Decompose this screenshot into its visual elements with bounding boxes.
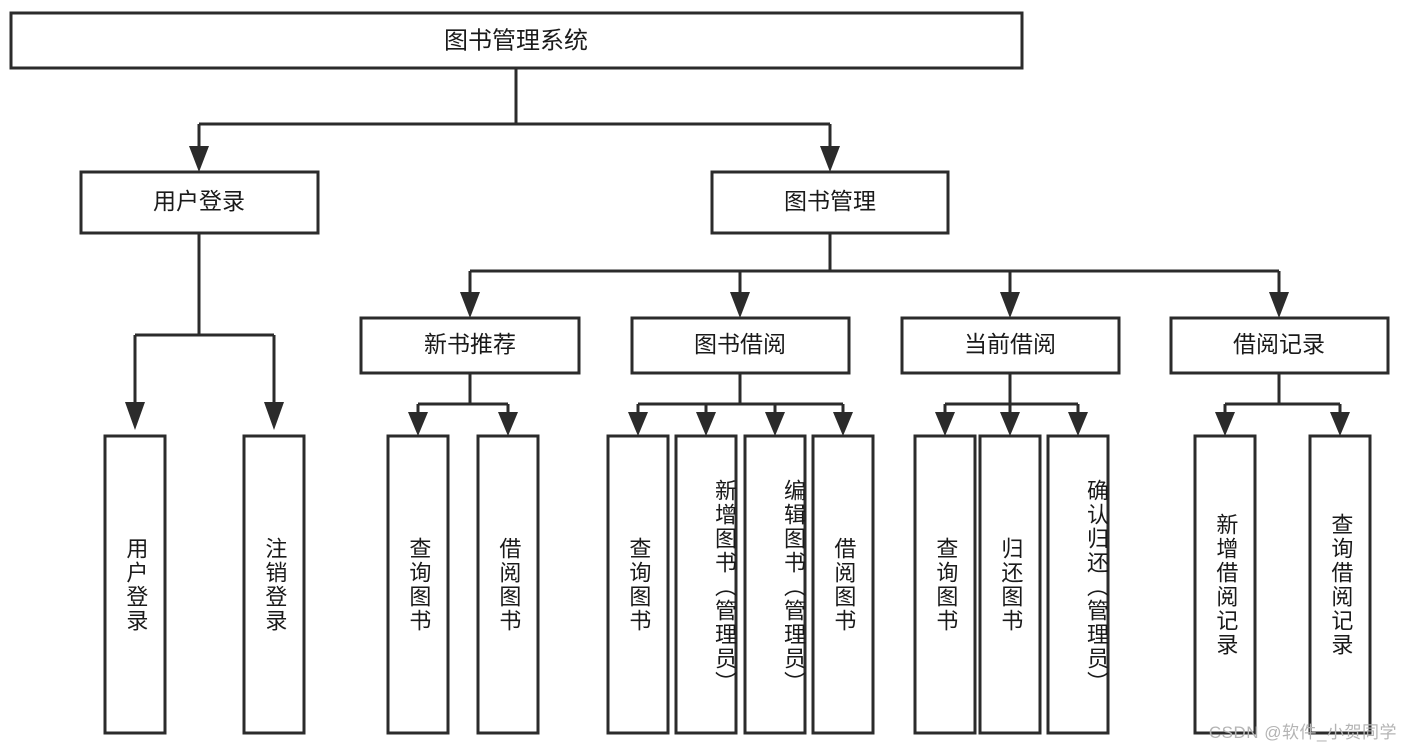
arrowhead-records-add xyxy=(1215,412,1235,436)
node-leaf-user-logout[interactable] xyxy=(242,434,306,735)
node-current-borrow[interactable] xyxy=(900,316,1121,375)
node-user-login[interactable] xyxy=(79,170,320,235)
arrowhead-newbook-borrow xyxy=(498,412,518,436)
arrowhead-newbook-query xyxy=(408,412,428,436)
arrowhead-book-borrow xyxy=(730,292,750,318)
arrowhead-book-management xyxy=(820,146,840,172)
node-new-book-recommend[interactable] xyxy=(359,316,581,375)
node-user-login-label: 用户登录 xyxy=(153,188,245,214)
node-borrow-records-label: 借阅记录 xyxy=(1233,331,1325,357)
node-leaf-currentborrow-query[interactable] xyxy=(913,434,977,735)
arrowhead-bookborrow-edit xyxy=(765,412,785,436)
node-current-borrow-label: 当前借阅 xyxy=(964,331,1056,357)
node-leaf-records-query[interactable] xyxy=(1308,434,1372,735)
node-layer: 图书管理系统 用户登录 图书管理 新书推荐 图书借阅 当前借阅 借阅记录 xyxy=(9,11,1390,735)
arrowhead-currentborrow-query xyxy=(935,412,955,436)
node-book-borrow[interactable] xyxy=(630,316,851,375)
node-book-borrow-label: 图书借阅 xyxy=(694,331,786,357)
node-borrow-records[interactable] xyxy=(1169,316,1390,375)
arrowhead-bookborrow-add xyxy=(696,412,716,436)
node-leaf-newbook-borrow[interactable] xyxy=(476,434,540,735)
node-root-system-label: 图书管理系统 xyxy=(444,27,588,54)
connector-layer xyxy=(125,68,1350,436)
node-leaf-bookborrow-query[interactable] xyxy=(606,434,670,735)
node-book-management[interactable] xyxy=(710,170,950,235)
arrowhead-bookborrow-lend xyxy=(833,412,853,436)
arrowhead-leaf-user-login xyxy=(125,402,145,430)
arrowhead-bookborrow-query xyxy=(628,412,648,436)
arrowhead-borrow-records xyxy=(1269,292,1289,318)
arrowhead-currentborrow-confirm xyxy=(1068,412,1088,436)
arrowhead-records-query xyxy=(1330,412,1350,436)
arrowhead-leaf-user-logout xyxy=(264,402,284,430)
node-leaf-user-login[interactable] xyxy=(103,434,167,735)
arrowhead-user-login xyxy=(189,146,209,172)
csdn-watermark: CSDN @软件_小贺同学 xyxy=(1208,723,1397,742)
node-leaf-currentborrow-return[interactable] xyxy=(978,434,1042,735)
node-leaf-currentborrow-confirm[interactable] xyxy=(1046,434,1110,735)
node-leaf-bookborrow-lend[interactable] xyxy=(811,434,875,735)
node-leaf-bookborrow-edit[interactable] xyxy=(743,434,807,735)
node-new-book-recommend-label: 新书推荐 xyxy=(424,331,516,357)
node-leaf-bookborrow-add[interactable] xyxy=(674,434,738,735)
node-root-system[interactable] xyxy=(9,11,1024,70)
arrowhead-currentborrow-return xyxy=(1000,412,1020,436)
arrowhead-new-book-recommend xyxy=(460,292,480,318)
arrowhead-current-borrow xyxy=(1000,292,1020,318)
node-leaf-records-add[interactable] xyxy=(1193,434,1257,735)
node-leaf-newbook-query[interactable] xyxy=(386,434,450,735)
node-book-management-label: 图书管理 xyxy=(784,188,876,214)
